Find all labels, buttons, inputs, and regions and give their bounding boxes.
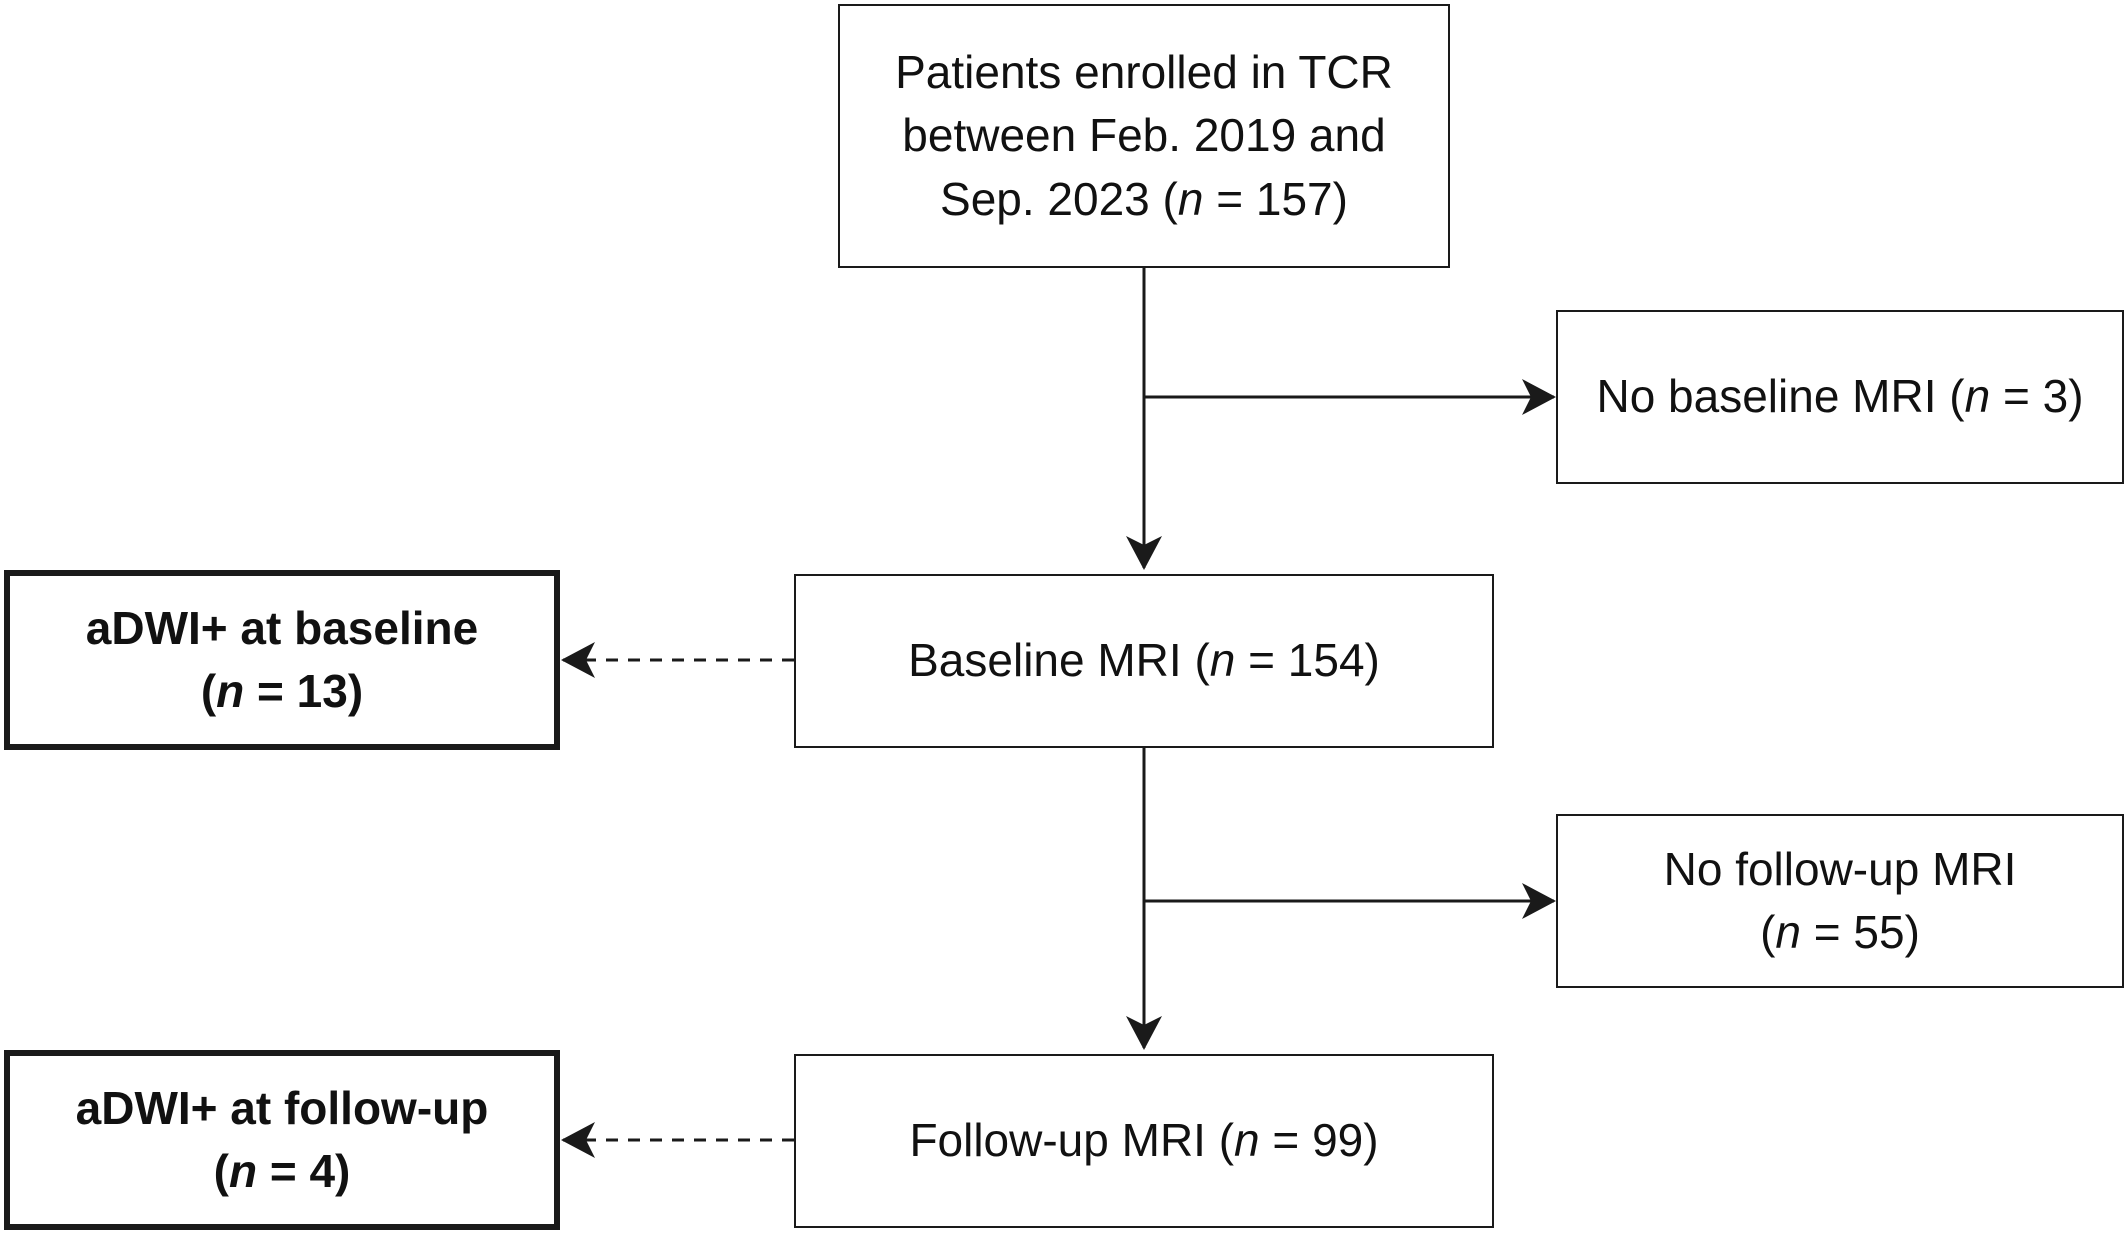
- baseline-post: = 154): [1235, 634, 1380, 687]
- adwi-baseline-box: aDWI+ at baseline (n = 13): [4, 570, 560, 750]
- no-followup-line1: No follow-up MRI: [1663, 842, 2017, 895]
- adwi-baseline-line2-pre: (: [200, 665, 217, 717]
- followup-n-symbol: n: [1234, 1114, 1260, 1167]
- baseline-text: Baseline MRI (n = 154): [908, 629, 1380, 692]
- followup-pre: Follow-up MRI (: [909, 1114, 1235, 1167]
- enrolled-text: Patients enrolled in TCR between Feb. 20…: [895, 41, 1393, 231]
- enrolled-line3-pre: Sep. 2023 (: [940, 172, 1178, 225]
- no-followup-line2-pre: (: [1760, 906, 1776, 958]
- no-followup-box: No follow-up MRI (n = 55): [1556, 814, 2124, 988]
- no-baseline-n-symbol: n: [1964, 370, 1991, 423]
- adwi-baseline-text: aDWI+ at baseline (n = 13): [86, 597, 478, 724]
- followup-box: Follow-up MRI (n = 99): [794, 1054, 1494, 1228]
- adwi-followup-box: aDWI+ at follow-up (n = 4): [4, 1050, 560, 1230]
- no-baseline-pre: No baseline MRI (: [1596, 370, 1965, 423]
- enrolled-n-symbol: n: [1177, 172, 1204, 225]
- adwi-baseline-n-symbol: n: [216, 665, 245, 717]
- adwi-followup-line2-post: = 4): [257, 1145, 351, 1197]
- adwi-followup-line2: (n = 4): [76, 1140, 489, 1203]
- adwi-baseline-line2: (n = 13): [86, 660, 478, 723]
- no-followup-text: No follow-up MRI (n = 55): [1664, 838, 2017, 965]
- followup-line: Follow-up MRI (n = 99): [909, 1109, 1378, 1172]
- baseline-box: Baseline MRI (n = 154): [794, 574, 1494, 748]
- no-baseline-post: = 3): [1990, 370, 2084, 423]
- adwi-baseline-line1: aDWI+ at baseline: [85, 601, 479, 654]
- no-followup-line2-post: = 55): [1801, 906, 1920, 958]
- enrolled-box: Patients enrolled in TCR between Feb. 20…: [838, 4, 1450, 268]
- no-baseline-text: No baseline MRI (n = 3): [1596, 365, 2083, 428]
- enrolled-line1: Patients enrolled in TCR: [895, 45, 1393, 98]
- enrolled-line2: between Feb. 2019 and: [902, 109, 1386, 162]
- no-followup-line2: (n = 55): [1664, 901, 2017, 964]
- followup-text: Follow-up MRI (n = 99): [909, 1109, 1378, 1172]
- enrolled-line3: Sep. 2023 (n = 157): [895, 168, 1393, 231]
- followup-post: = 99): [1259, 1114, 1379, 1167]
- adwi-followup-text: aDWI+ at follow-up (n = 4): [76, 1077, 489, 1204]
- no-followup-n-symbol: n: [1775, 906, 1801, 958]
- adwi-baseline-line2-post: = 13): [244, 665, 364, 717]
- no-baseline-line: No baseline MRI (n = 3): [1596, 365, 2083, 428]
- baseline-pre: Baseline MRI (: [908, 634, 1210, 687]
- adwi-followup-line2-pre: (: [213, 1145, 229, 1197]
- baseline-line: Baseline MRI (n = 154): [908, 629, 1380, 692]
- enrolled-line3-post: = 157): [1203, 172, 1348, 225]
- adwi-followup-line1: aDWI+ at follow-up: [75, 1081, 489, 1134]
- baseline-n-symbol: n: [1209, 634, 1236, 687]
- no-baseline-box: No baseline MRI (n = 3): [1556, 310, 2124, 484]
- adwi-followup-n-symbol: n: [228, 1145, 258, 1197]
